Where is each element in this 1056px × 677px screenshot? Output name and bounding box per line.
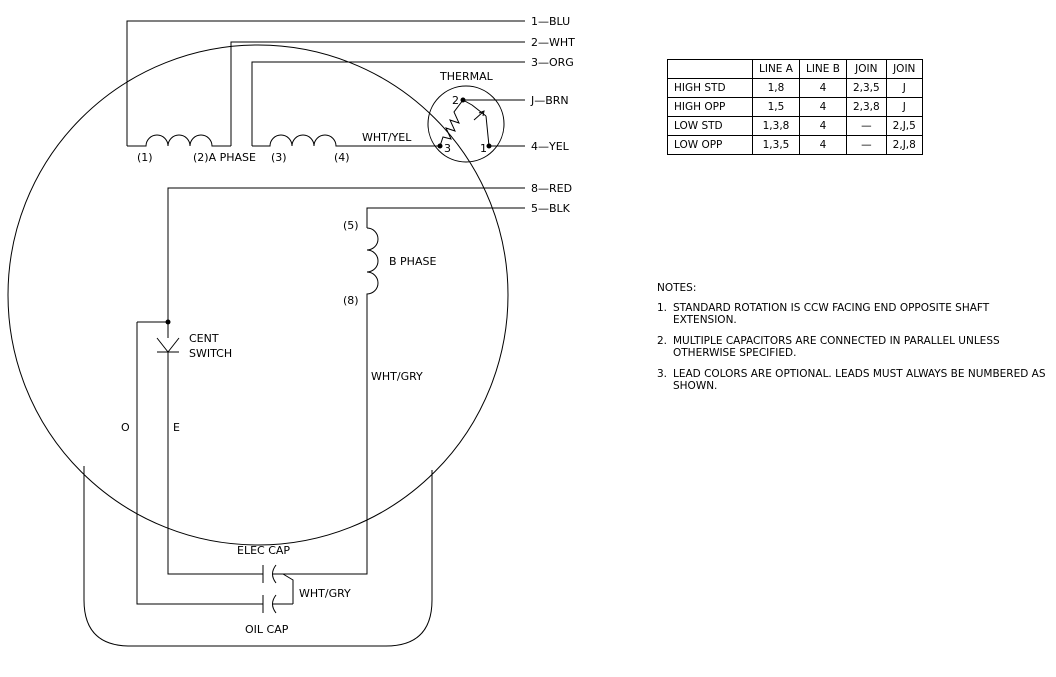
table-cell: 2,3,5 [845, 78, 887, 98]
table-header-cell: JOIN [885, 59, 923, 79]
motor-housing-circle [7, 44, 509, 546]
table-header-cell: LINE B [798, 59, 847, 79]
thermal-bimetal [462, 99, 490, 147]
note-number: 2. [657, 335, 668, 347]
thermal-protector-circle [427, 85, 505, 163]
table-cell: J [885, 97, 923, 117]
table-row: HIGH OPP 1,5 4 2,3,8 J [667, 97, 923, 117]
thermal-pin-3-label: 3 [444, 142, 451, 155]
table-header-row: LINE A LINE B JOIN JOIN [667, 59, 923, 79]
lead-8-wire [167, 187, 525, 330]
table-cell: 1,5 [752, 97, 800, 117]
note-number: 3. [657, 368, 668, 380]
oil-cap-label: OIL CAP [245, 623, 289, 636]
coil-1-label: (1) [137, 151, 153, 164]
table-cell: — [845, 116, 887, 136]
table-row: HIGH STD 1,8 4 2,3,5 J [667, 78, 923, 98]
lead-label-wht: 2—WHT [531, 36, 575, 49]
note-item: 3. LEAD COLORS ARE OPTIONAL. LEADS MUST … [657, 368, 1052, 392]
cent-label: CENT [189, 332, 219, 345]
coil-2-a-phase-label: (2)A PHASE [193, 151, 256, 164]
thermal-pin-1-label: 1 [480, 142, 487, 155]
b-phase-label: B PHASE [389, 255, 436, 268]
a-phase-coil-1 [127, 134, 231, 147]
table-row: LOW STD 1,3,8 4 — 2,J,5 [667, 116, 923, 136]
table-cell: 1,3,8 [752, 116, 800, 136]
table-cell: HIGH STD [667, 78, 753, 98]
thermal-arrow [478, 110, 485, 117]
a-phase-coil-2 [252, 134, 440, 147]
table-row: LOW OPP 1,3,5 4 — 2,J,8 [667, 135, 923, 155]
notes-section: NOTES: 1. STANDARD ROTATION IS CCW FACIN… [657, 282, 1052, 401]
lead-label-blk: 5—BLK [531, 202, 571, 215]
table-cell: LOW STD [667, 116, 753, 136]
lead-2-wire [230, 41, 525, 146]
table-header-cell: LINE A [752, 59, 800, 79]
coil-3-label: (3) [271, 151, 287, 164]
lead-label-yel: 4—YEL [531, 140, 570, 153]
table-cell: J [885, 78, 923, 98]
lead-3-wire [251, 61, 525, 146]
lead-label-org: 3—ORG [531, 56, 574, 69]
table-header-cell: JOIN [845, 59, 887, 79]
table-header-cell [667, 59, 753, 79]
note-item: 1. STANDARD ROTATION IS CCW FACING END O… [657, 302, 1052, 326]
e-label: E [173, 421, 180, 434]
table-cell: 2,3,8 [845, 97, 887, 117]
wht-gry-vertical-label: WHT/GRY [371, 370, 423, 383]
lead-label-blu: 1—BLU [531, 15, 570, 28]
cent-switch-wires [137, 321, 257, 575]
note-text: STANDARD ROTATION IS CCW FACING END OPPO… [673, 302, 990, 326]
table-cell: HIGH OPP [667, 97, 753, 117]
note-number: 1. [657, 302, 668, 314]
table-cell: 2,J,5 [885, 116, 923, 136]
elec-cap-label: ELEC CAP [237, 544, 290, 557]
table-cell: 4 [798, 135, 847, 155]
thermal-pin-2-label: 2 [452, 94, 459, 107]
table-cell: 4 [798, 116, 847, 136]
b-phase-coil [283, 227, 379, 575]
lead-5-wire [366, 207, 525, 228]
thermal-label: THERMAL [439, 70, 494, 83]
thermal-heater-zigzag [439, 99, 464, 147]
table-cell: 4 [798, 97, 847, 117]
table-cell: 1,3,5 [752, 135, 800, 155]
o-label: O [121, 421, 130, 434]
cap-tie-wire [282, 573, 294, 604]
lead-label-brn: J—BRN [530, 94, 569, 107]
table-cell: 4 [798, 78, 847, 98]
table-cell: 2,J,8 [885, 135, 923, 155]
table-cell: — [845, 135, 887, 155]
coil-4-label: (4) [334, 151, 350, 164]
coil-8-label: (8) [343, 294, 359, 307]
table-cell: LOW OPP [667, 135, 753, 155]
wht-yel-label: WHT/YEL [362, 131, 412, 144]
lead-label-red: 8—RED [531, 182, 572, 195]
notes-heading: NOTES: [657, 282, 697, 294]
lead-1-wire [126, 20, 525, 146]
note-text: LEAD COLORS ARE OPTIONAL. LEADS MUST ALW… [673, 368, 1046, 392]
switch-label: SWITCH [189, 347, 232, 360]
wht-gry-cap-label: WHT/GRY [299, 587, 351, 600]
coil-5-label: (5) [343, 219, 359, 232]
oil-cap-wire [136, 322, 257, 605]
table-cell: 1,8 [752, 78, 800, 98]
base-housing [83, 466, 433, 647]
connection-table: LINE A LINE B JOIN JOIN HIGH STD 1,8 4 2… [667, 59, 923, 155]
note-text: MULTIPLE CAPACITORS ARE CONNECTED IN PAR… [673, 335, 1000, 359]
note-item: 2. MULTIPLE CAPACITORS ARE CONNECTED IN … [657, 335, 1052, 359]
